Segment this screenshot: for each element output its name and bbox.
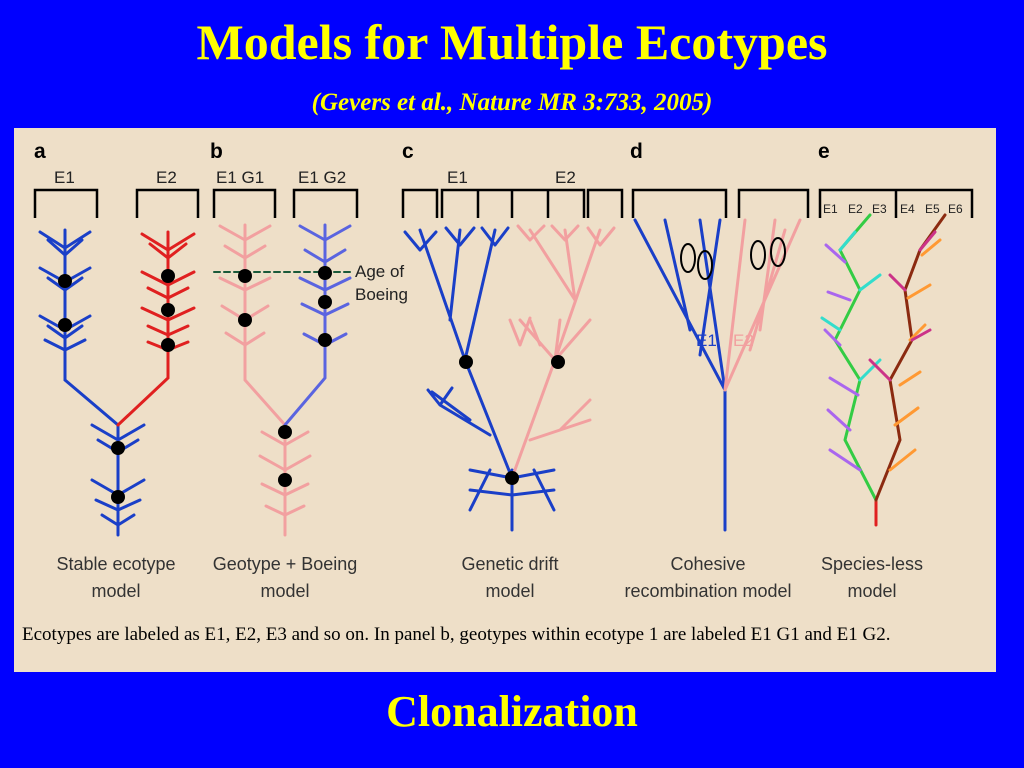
panel-d-tree — [633, 218, 802, 532]
bracket-c-1 — [401, 188, 439, 218]
panel-b-markers — [238, 266, 332, 487]
bracket-d-e2 — [737, 188, 810, 218]
panel-b-label-e1g1: E1 G1 — [216, 168, 264, 187]
bracket-c-2 — [440, 188, 586, 218]
panel-a-label-e1: E1 — [54, 168, 75, 187]
figure-caption: Ecotypes are labeled as E1, E2, E3 and s… — [22, 624, 891, 645]
slide-title: Models for Multiple Ecotypes — [196, 14, 828, 70]
panel-c-label-e2: E2 — [555, 168, 576, 187]
panel-a-caption-line2: model — [91, 581, 140, 601]
panel-b-caption-line2: model — [260, 581, 309, 601]
footer-title: Clonalization — [386, 687, 638, 736]
panel-c-letter: c — [402, 140, 414, 163]
panel-e-label-e3: E3 — [872, 202, 887, 216]
panel-b-caption-line1: Geotype + Boeing — [213, 554, 358, 574]
panel-e-label-e1: E1 — [823, 202, 838, 216]
panel-c-tree — [403, 224, 616, 532]
panel-e-letter: e — [818, 140, 830, 163]
boeing-annotation-line2: Boeing — [355, 285, 408, 304]
panel-b-letter: b — [210, 140, 223, 163]
panel-a-tree — [38, 228, 196, 537]
bracket-d-e1 — [631, 188, 728, 218]
slide-subtitle: (Gevers et al., Nature MR 3:733, 2005) — [311, 89, 713, 116]
ecotype-brackets — [33, 188, 974, 218]
recombination-ovals — [680, 237, 786, 280]
panel-c-caption-line2: model — [485, 581, 534, 601]
panel-e-label-e5: E5 — [925, 202, 940, 216]
bracket-e — [818, 188, 974, 218]
bracket-b-g2 — [292, 188, 359, 218]
panel-c-caption-line1: Genetic drift — [461, 554, 558, 574]
panel-c-markers — [459, 355, 565, 485]
bracket-a-e2 — [135, 188, 200, 218]
panel-b-label-e1g2: E1 G2 — [298, 168, 346, 187]
panel-b-tree — [213, 223, 352, 537]
panel-e-tree — [820, 213, 947, 527]
figure-panel — [14, 128, 996, 672]
panel-d-caption-line2: recombination model — [624, 581, 791, 601]
panel-e-label-e4: E4 — [900, 202, 915, 216]
panel-d-caption-line1: Cohesive — [670, 554, 745, 574]
panel-a-letter: a — [34, 140, 46, 163]
panel-e-label-e2: E2 — [848, 202, 863, 216]
bracket-c-3 — [586, 188, 624, 218]
boeing-annotation-line1: Age of — [355, 262, 404, 281]
panel-e-caption-line1: Species-less — [821, 554, 923, 574]
panel-a-markers — [58, 269, 175, 504]
panel-d-letter: d — [630, 140, 643, 163]
panel-a-label-e2: E2 — [156, 168, 177, 187]
bracket-b-g1 — [212, 188, 277, 218]
panel-a-caption-line1: Stable ecotype — [56, 554, 175, 574]
panel-e-label-e6: E6 — [948, 202, 963, 216]
panel-e-caption-line2: model — [847, 581, 896, 601]
bracket-a-e1 — [33, 188, 99, 218]
panel-c-label-e1: E1 — [447, 168, 468, 187]
